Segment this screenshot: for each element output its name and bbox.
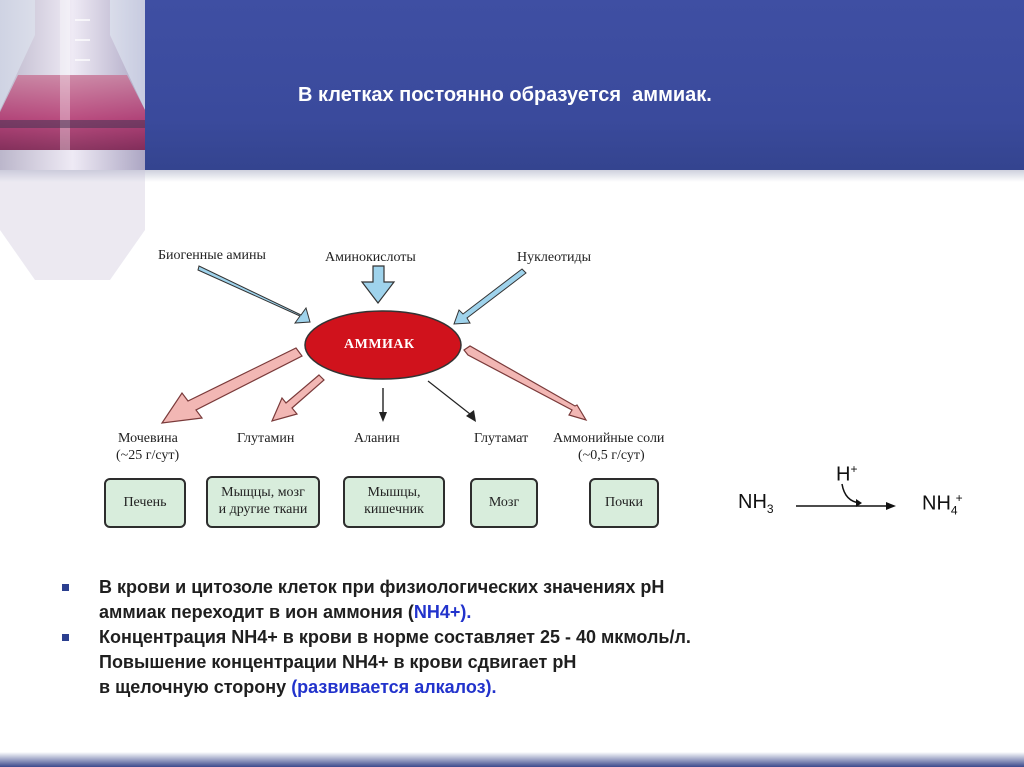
bullet-item: Концентрация NH4+ в крови в норме состав… [62, 625, 962, 700]
bullet-highlight: NH4+). [413, 602, 472, 622]
reactant-formula: NH [738, 491, 767, 513]
label-ammonium-salts: Аммонийные соли [553, 431, 665, 446]
organ-label: Мышцы, [367, 485, 421, 501]
arrow-nucleotides [453, 268, 527, 325]
bullet-line: Повышение концентрации NH4+ в крови сдви… [99, 652, 577, 672]
organ-label: Мыщцы, мозг [221, 485, 305, 501]
arrow-to-glutamine [270, 374, 325, 422]
organ-label: и другие ткани [218, 502, 308, 517]
footer-band [0, 752, 1024, 767]
slide-title: В клетках постоянно образуется аммиак. [298, 84, 712, 106]
bullet-line: В крови и цитозоле клеток при физиологич… [99, 577, 665, 597]
arrow-biogenic-amines [197, 265, 311, 324]
product-formula: NH [922, 492, 951, 515]
label-glutamine: Глутамин [237, 431, 295, 446]
organ-box-muscles-intestine: Мышцы, кишечник [343, 476, 445, 528]
ammonia-ellipse [304, 310, 462, 380]
arrow-to-alanine [379, 388, 387, 422]
arrow-to-urea [160, 347, 303, 424]
label-urea: Мочевина [118, 431, 178, 446]
catalyst-symbol: H [836, 463, 851, 486]
label-biogenic-amines: Биогенные амины [158, 248, 266, 263]
bullet-marker [62, 634, 69, 641]
organ-box-kidneys: Почки [589, 478, 659, 528]
label-ammonia: АММИАК [344, 337, 415, 352]
bullet-marker [62, 584, 69, 591]
bullet-item: В крови и цитозоле клеток при физиологич… [62, 575, 962, 625]
arrow-to-glutamate [427, 380, 476, 422]
product-nh4: NH4+ [922, 491, 963, 518]
bullet-text: в щелочную сторону [99, 677, 292, 697]
reaction-arrow [796, 483, 896, 510]
reactant-nh3: NH3 [738, 491, 774, 516]
catalyst-h: H+ [836, 462, 857, 487]
reactant-subscript: 3 [766, 502, 774, 516]
flask-reflection [0, 170, 145, 280]
organ-label: Печень [123, 494, 167, 510]
bullet-line: аммиак переходит в ион аммония (NH4+). [99, 600, 962, 625]
organ-label: Мозг [488, 494, 520, 510]
label-nucleotides: Нуклеотиды [517, 250, 592, 265]
catalyst-superscript: + [850, 462, 858, 476]
header-band [0, 0, 1024, 170]
label-alanine: Аланин [354, 431, 400, 446]
bullet-line: Концентрация NH4+ в крови в норме состав… [99, 627, 691, 647]
organ-label: Почки [604, 494, 644, 510]
arrow-to-ammonium-salts [463, 345, 588, 422]
organ-label: кишечник [364, 502, 424, 517]
organ-box-muscles-brain: Мыщцы, мозг и другие ткани [206, 476, 320, 528]
bullet-text: аммиак переходит в ион аммония ( [99, 602, 414, 622]
label-amino-acids: Аминокислоты [325, 250, 416, 265]
bullet-highlight: (развивается алкалоз). [291, 677, 497, 697]
header-shadow [0, 170, 1024, 182]
label-urea-amount: (~25 г/сут) [116, 448, 180, 463]
label-ammonium-salts-amount: (~0,5 г/сут) [578, 448, 645, 463]
organ-box-brain: Мозг [470, 478, 538, 528]
arrow-amino-acids [360, 265, 396, 304]
product-subscript: 4 [950, 503, 958, 518]
organ-box-liver: Печень [104, 478, 186, 528]
product-superscript: + [955, 491, 963, 505]
flask-image [0, 0, 145, 170]
bullet-list: В крови и цитозоле клеток при физиологич… [62, 575, 962, 700]
label-glutamate: Глутамат [474, 431, 529, 446]
bullet-line: в щелочную сторону (развивается алкалоз)… [99, 675, 962, 700]
